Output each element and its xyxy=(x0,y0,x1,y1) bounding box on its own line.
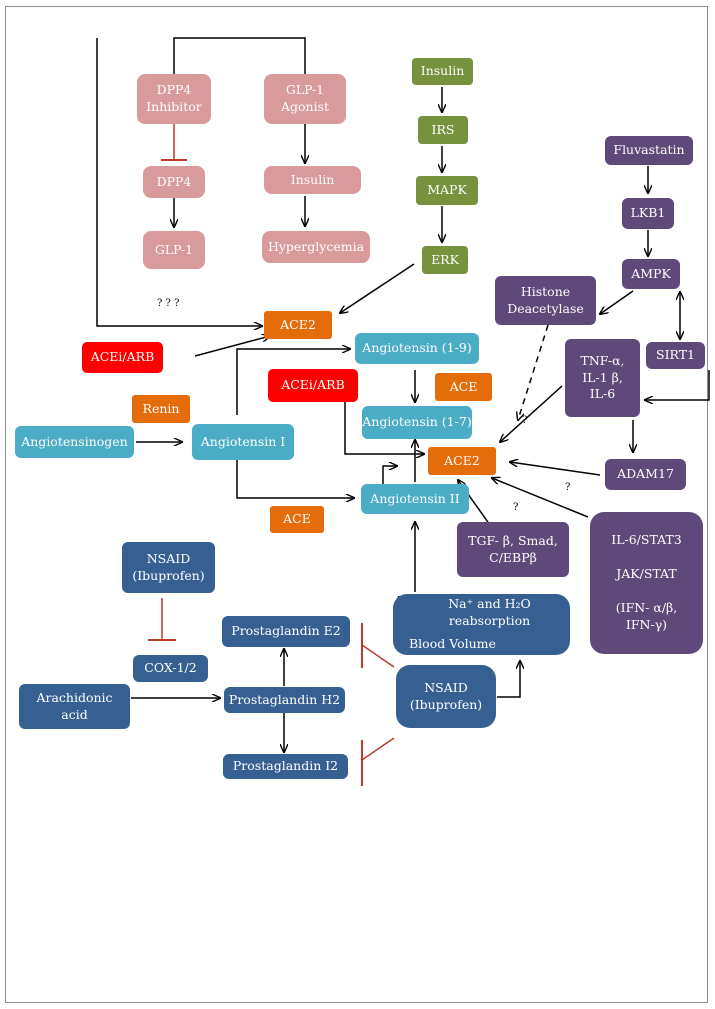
ace2-top-node: ACE2 xyxy=(264,311,332,339)
blood-volume-label: Blood Volume xyxy=(409,635,496,651)
irs-node: IRS xyxy=(418,116,468,144)
cox-node: COX-1/2 xyxy=(133,655,208,682)
erk-node: ERK xyxy=(422,246,468,274)
glp1-agonist-node: GLP-1 Agonist xyxy=(264,74,346,124)
prostaglandin-i2-node: Prostaglandin I2 xyxy=(223,754,348,779)
edge-acei1-to-ace2 xyxy=(194,336,270,357)
insulin-pink-node: Insulin xyxy=(264,166,361,194)
ampk-node: AMPK xyxy=(622,259,680,289)
dpp4-node: DPP4 xyxy=(143,166,205,198)
na-blood-volume-node: Na⁺ and H₂O reabsorption Blood Volume xyxy=(393,594,570,655)
insulin-green-node: Insulin xyxy=(412,58,473,85)
prostaglandin-e2-node: Prostaglandin E2 xyxy=(222,616,350,647)
na-reabsorption-label: Na⁺ and H₂O reabsorption xyxy=(448,596,531,629)
mapk-node: MAPK xyxy=(416,176,478,205)
acei-arb-1-node: ACEi/ARB xyxy=(82,342,163,373)
tnf-il-node: TNF-α, IL-1 β, IL-6 xyxy=(565,339,640,417)
il6-stat3-node: IL-6/STAT3 JAK/STAT (IFN- α/β, IFN-γ) xyxy=(590,512,703,654)
edge-adam17-to-ace2 xyxy=(510,462,601,476)
edge-bracket-to-ace2 xyxy=(173,37,306,74)
edge-ampk-to-hdac xyxy=(600,290,634,314)
question-hdac-label: ? xyxy=(522,415,528,426)
edge-hdac-to-ace2 xyxy=(518,324,549,420)
edge-erk-to-ace2 xyxy=(340,263,415,313)
question-adam-label: ? xyxy=(565,482,571,493)
edge-angI-to-ang19 xyxy=(236,349,350,415)
angiotensin-1-9-node: Angiotensin (1-9) xyxy=(355,333,479,364)
acei-arb-2-node: ACEi/ARB xyxy=(268,369,358,402)
question-triple-label: ? ? ? xyxy=(157,298,180,309)
edge-nsaid2-inhibit-pi2 xyxy=(361,737,395,761)
edge-angI-to-angII xyxy=(236,460,354,498)
ace-1-node: ACE xyxy=(435,373,492,401)
ace2-mid-node: ACE2 xyxy=(428,447,496,475)
prostaglandin-h2-node: Prostaglandin H2 xyxy=(224,687,345,713)
histone-deacetylase-node: Histone Deacetylase xyxy=(495,276,596,325)
angiotensin-ii-node: Angiotensin II xyxy=(361,484,469,514)
diagram-frame xyxy=(5,6,708,1003)
glp1-node: GLP-1 xyxy=(143,231,205,269)
renin-node: Renin xyxy=(132,395,190,423)
edge-nsaid2-inhibit-pe2 xyxy=(361,644,395,668)
tgf-smad-node: TGF- β, Smad, C/EBPβ xyxy=(457,522,569,577)
hyperglycemia-node: Hyperglycemia xyxy=(262,231,370,263)
edge-tnf-to-ace2 xyxy=(500,385,563,442)
dpp4-inhibitor-node: DPP4 Inhibitor xyxy=(137,74,211,124)
question-tgf-label: ? xyxy=(513,502,519,513)
edge-angII-small-up xyxy=(382,466,397,484)
edge-il6-to-ace2 xyxy=(492,478,589,518)
edge-acei2-to-ace2 xyxy=(344,385,424,454)
ace-2-node: ACE xyxy=(270,506,324,533)
edge-left-loop-to-ace2 xyxy=(96,38,262,326)
edge-sirt1-to-tnf xyxy=(645,370,710,400)
fluvastatin-node: Fluvastatin xyxy=(605,136,693,165)
angiotensin-1-7-node: Angiotensin (1-7) xyxy=(362,406,472,439)
sirt1-node: SIRT1 xyxy=(646,342,705,369)
adam17-node: ADAM17 xyxy=(605,459,686,490)
edge-nsaid2-to-na xyxy=(497,661,520,698)
angiotensinogen-node: Angiotensinogen xyxy=(15,426,134,458)
nsaid-1-node: NSAID (Ibuprofen) xyxy=(122,542,215,593)
nsaid-2-node: NSAID (Ibuprofen) xyxy=(396,665,496,728)
arachidonic-acid-node: Arachidonic acid xyxy=(19,684,130,729)
angiotensin-i-node: Angiotensin I xyxy=(192,424,294,460)
lkb1-node: LKB1 xyxy=(622,198,674,229)
